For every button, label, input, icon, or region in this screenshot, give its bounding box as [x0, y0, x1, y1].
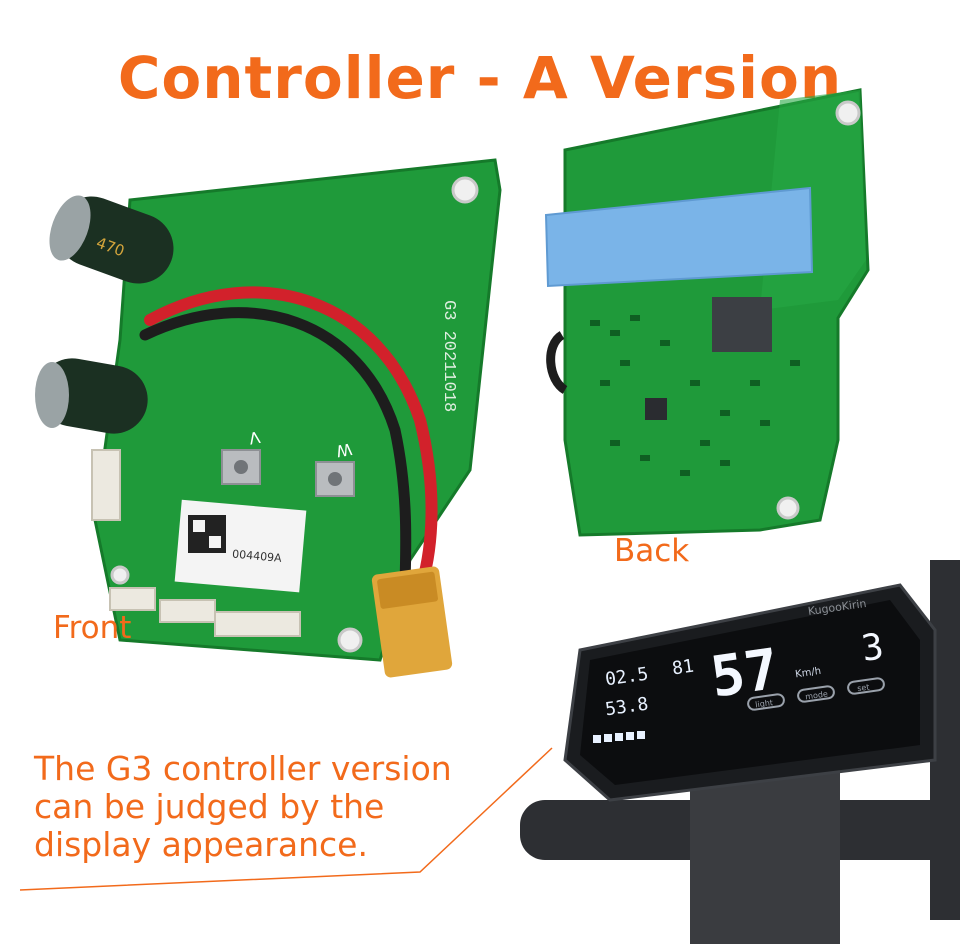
caption-line-2: can be judged by the [34, 787, 385, 826]
display-handlebar-photo: KugooKirin 02.5 53.8 81 57 Km/h 3 light … [520, 560, 960, 944]
back-label: Back [614, 533, 690, 569]
display-time: 81 [671, 656, 695, 680]
qr-code-text: 004409A [232, 548, 283, 565]
capacitor-top: 470 [49, 195, 174, 284]
display-battery-bar [593, 731, 645, 743]
phase-label-v: V [248, 427, 262, 448]
front-controller-board: G3 20211018 470 V W 004409A [35, 158, 502, 678]
front-label: Front [53, 610, 132, 646]
qr-sticker: 004409A [174, 499, 307, 593]
display-button-set: set [857, 683, 870, 694]
phase-terminals: V W [221, 427, 355, 497]
display-speed-unit: Km/h [795, 666, 822, 681]
page-title: Controller - A Version [117, 44, 843, 112]
capacitor-bottom [35, 358, 148, 434]
display-speed: 57 [707, 637, 783, 711]
phase-label-w: W [335, 439, 354, 460]
caption-line-1: The G3 controller version [34, 749, 452, 788]
display-buttons: light mode set [747, 677, 885, 711]
thermal-pad [544, 186, 814, 288]
caption-line-3: display appearance. [34, 825, 368, 864]
board-version-print: G3 20211018 [439, 300, 458, 412]
back-controller-board [544, 88, 870, 537]
display-button-mode: mode [805, 689, 829, 701]
display-button-light: light [755, 698, 774, 709]
pointer-line [19, 747, 553, 891]
caption: The G3 controller version can be judged … [34, 750, 452, 864]
xt60-connector [371, 566, 453, 678]
